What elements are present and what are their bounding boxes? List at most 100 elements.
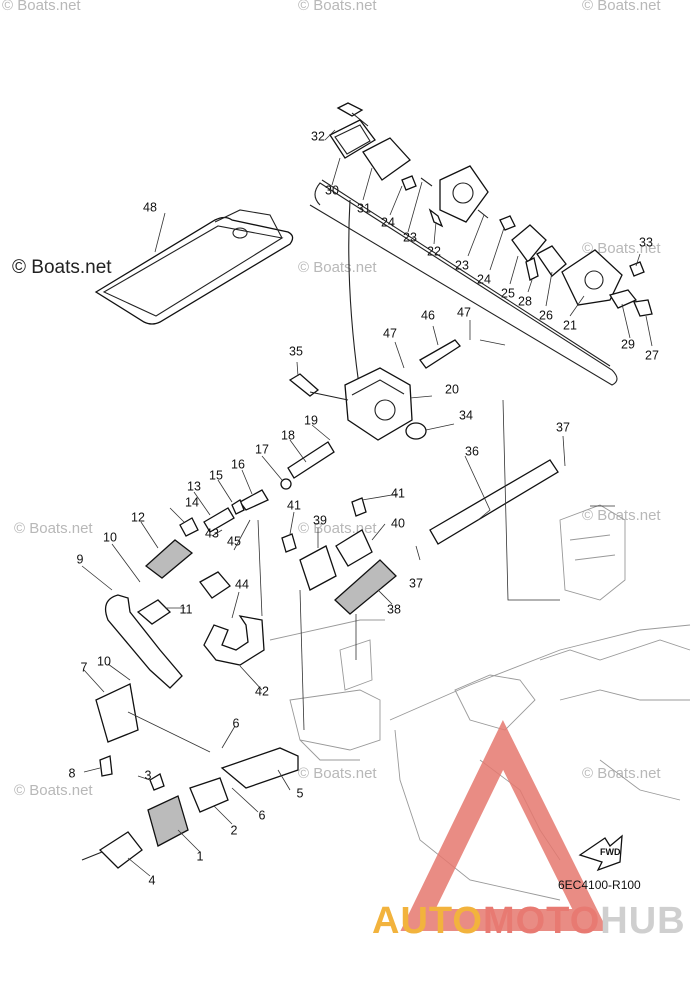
callout-15: 15 (209, 468, 223, 482)
brand-part: MOTO (482, 900, 601, 942)
callout-39: 39 (313, 513, 327, 527)
hose-fittings (104, 441, 559, 689)
watermark-text: © Boats.net (298, 259, 377, 276)
brand-triangle-logo (400, 720, 608, 931)
callout-30: 30 (325, 183, 339, 197)
callout-5: 5 (297, 786, 304, 800)
main-watermark: © Boats.net (12, 257, 112, 278)
callout-40: 40 (391, 516, 405, 530)
callout-35: 35 (289, 344, 303, 358)
callout-11: 11 (180, 602, 193, 616)
valve-25 (511, 224, 547, 264)
watermark-text: © Boats.net (582, 507, 661, 524)
cap-27 (633, 299, 653, 317)
spring-26 (536, 245, 567, 277)
hose-5 (220, 747, 299, 789)
screw-41b (351, 497, 367, 517)
brand-wordmark: AUTOMOTOHUB (372, 900, 686, 943)
hose-13 (203, 507, 235, 533)
callout-26: 26 (539, 308, 553, 322)
brand-part: AUTO (372, 900, 483, 942)
brand-part: HUB (600, 900, 686, 942)
callout-labels: 1234566789101011121314151617181920212223… (69, 129, 659, 887)
callout-45: 45 (227, 534, 241, 548)
cover-21 (561, 249, 623, 306)
callout-37: 37 (556, 420, 570, 434)
callout-38: 38 (387, 602, 401, 616)
callout-3: 3 (145, 768, 152, 782)
callout-2: 2 (231, 823, 238, 837)
inset-frame (309, 179, 618, 396)
filter-12 (144, 539, 194, 579)
gasket-2 (189, 777, 229, 813)
connector-4 (98, 831, 143, 869)
fitting-14 (179, 517, 199, 537)
pin-22 (428, 208, 444, 228)
callout-47: 47 (457, 305, 471, 319)
screw-32 (336, 102, 364, 117)
callout-43: 43 (205, 526, 219, 540)
callout-29: 29 (621, 337, 635, 351)
oring-34 (405, 422, 427, 440)
callout-28: 28 (518, 294, 532, 308)
callout-1: 1 (197, 849, 204, 863)
callout-14: 14 (185, 495, 199, 509)
fuel-pump-assembly (288, 339, 461, 441)
bolt-35 (288, 373, 320, 397)
callout-41: 41 (391, 486, 405, 500)
fwd-label: FWD (600, 847, 621, 857)
callout-8: 8 (69, 766, 76, 780)
leader-lines (81, 129, 653, 877)
callout-47: 47 (383, 326, 397, 340)
watermark-text: © Boats.net (582, 765, 661, 782)
screw-24 (401, 175, 417, 191)
hose-46 (419, 339, 461, 369)
callout-34: 34 (459, 408, 473, 422)
lower-parts (81, 683, 299, 869)
engine-outline (269, 504, 691, 901)
hose-17 (287, 441, 335, 479)
callout-23: 23 (403, 230, 417, 244)
fwd-arrow: FWD (578, 834, 623, 872)
watermark-text: © Boats.net (14, 782, 93, 799)
callout-18: 18 (281, 428, 295, 442)
callout-44: 44 (235, 577, 249, 591)
watermark-text: © Boats.net (2, 0, 81, 14)
screw-41 (281, 533, 297, 553)
watermark-text: © Boats.net (298, 0, 377, 14)
callout-10: 10 (97, 654, 111, 668)
clamp-39 (299, 545, 337, 591)
hose-42 (203, 615, 265, 666)
callout-25: 25 (501, 286, 515, 300)
clip-11 (136, 599, 172, 625)
callout-12: 12 (131, 510, 145, 524)
callout-19: 19 (304, 413, 318, 427)
callout-33: 33 (639, 235, 653, 249)
bolt-3 (149, 773, 165, 791)
filter-38 (334, 559, 397, 615)
callout-23: 23 (455, 258, 469, 272)
pin-28 (525, 257, 539, 281)
fuel-pump-20 (344, 367, 413, 441)
clip-18 (280, 478, 292, 490)
callout-20: 20 (445, 382, 459, 396)
bolt-8 (99, 755, 113, 777)
clamp-40 (335, 529, 373, 567)
watermark-text: © Boats.net (298, 765, 377, 782)
callout-13: 13 (187, 479, 201, 493)
spring-29 (608, 289, 638, 309)
diaphragm-31 (362, 137, 411, 181)
primer-valve-1 (147, 795, 189, 847)
callout-32: 32 (311, 129, 325, 143)
callout-24: 24 (381, 215, 395, 229)
callout-6: 6 (259, 808, 266, 822)
bracket-7 (95, 683, 139, 743)
clip-15 (231, 499, 245, 515)
watermark-text: © Boats.net (298, 520, 377, 537)
tool-pouch-48 (94, 209, 294, 325)
callout-9: 9 (77, 552, 84, 566)
pump-body-22 (439, 165, 489, 223)
callout-10: 10 (103, 530, 117, 544)
